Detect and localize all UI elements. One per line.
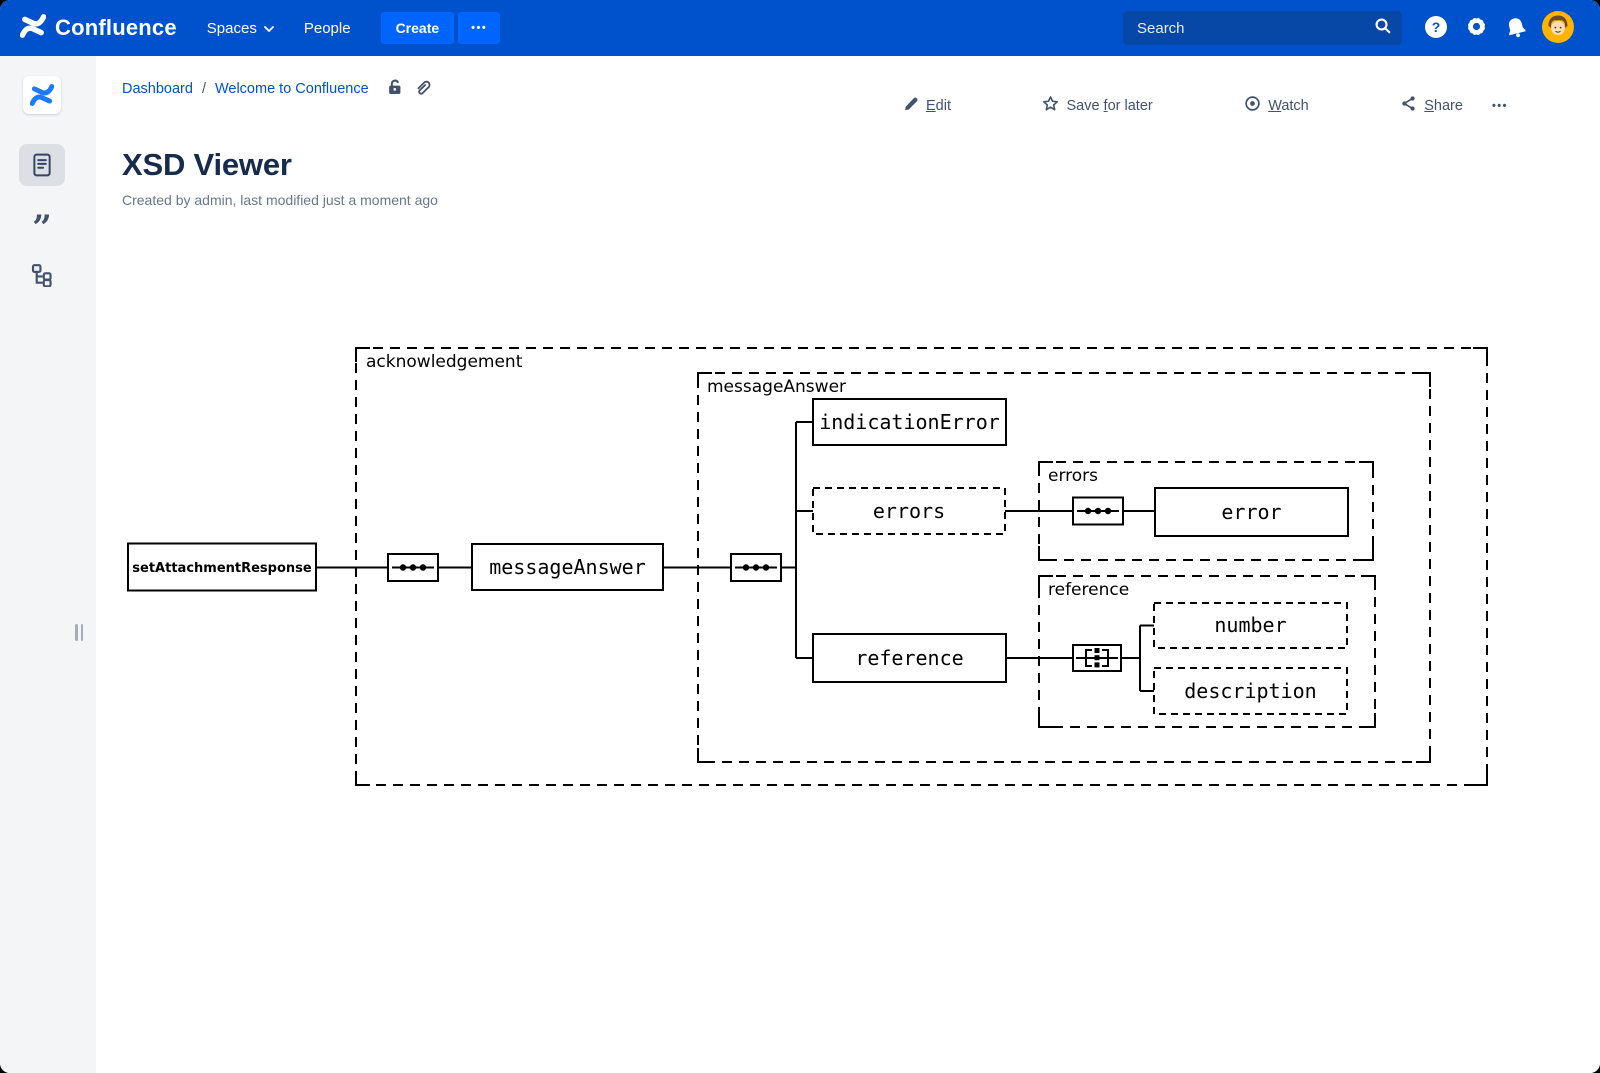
avatar-image xyxy=(1541,10,1575,47)
star-icon xyxy=(978,79,1059,132)
share-button[interactable]: Share xyxy=(1336,79,1463,132)
space-logo[interactable] xyxy=(23,76,61,114)
bell-icon xyxy=(1505,16,1527,41)
app-body: ” Dashboard / Welcome to C xyxy=(0,56,1600,1073)
gear-icon xyxy=(1465,15,1488,41)
confluence-mark-icon xyxy=(19,13,47,43)
top-navbar: Confluence Spaces People Create ••• ? xyxy=(0,0,1600,56)
page-icon xyxy=(33,153,51,177)
quote-icon: ” xyxy=(32,208,52,248)
sidebar-resize-grip[interactable] xyxy=(75,621,87,643)
breadcrumb: Dashboard / Welcome to Confluence xyxy=(122,78,839,100)
settings-button[interactable] xyxy=(1456,8,1496,48)
page-header: Dashboard / Welcome to Confluence xyxy=(96,56,1600,208)
breadcrumb-space[interactable]: Welcome to Confluence xyxy=(214,81,369,97)
chevron-down-icon xyxy=(263,20,274,37)
search-input[interactable] xyxy=(1135,18,1374,38)
more-actions-button[interactable]: ••• xyxy=(1490,96,1510,116)
tree-icon xyxy=(31,264,52,287)
search-icon xyxy=(1374,17,1392,40)
notifications-button[interactable] xyxy=(1496,8,1536,48)
unlock-icon[interactable] xyxy=(386,78,404,100)
sidebar-item-pages[interactable] xyxy=(19,144,65,186)
create-button[interactable]: Create xyxy=(380,12,455,44)
breadcrumb-separator: / xyxy=(201,81,206,97)
svg-text:?: ? xyxy=(1432,19,1441,35)
breadcrumb-dashboard[interactable]: Dashboard xyxy=(122,81,193,97)
page-byline: Created by admin, last modified just a m… xyxy=(122,192,438,208)
watch-button[interactable]: Watch xyxy=(1180,79,1309,132)
save-for-later-button[interactable]: Save for later xyxy=(978,79,1153,132)
user-avatar[interactable] xyxy=(1538,8,1578,48)
sidebar-item-tree[interactable] xyxy=(19,254,65,296)
global-search[interactable] xyxy=(1123,11,1402,45)
space-sidebar: ” xyxy=(0,56,96,1073)
nav-more-button[interactable]: ••• xyxy=(458,12,501,44)
watch-icon xyxy=(1180,79,1261,132)
edit-button[interactable]: Edit xyxy=(839,80,951,132)
brand-name: Confluence xyxy=(55,15,177,40)
page-actions: Edit Save for later Watch xyxy=(839,78,1510,132)
page-title: XSD Viewer xyxy=(122,147,292,182)
page-content: Dashboard / Welcome to Confluence xyxy=(96,56,1600,1073)
pencil-icon xyxy=(839,80,919,132)
nav-people[interactable]: People xyxy=(303,19,351,37)
share-icon xyxy=(1336,79,1417,132)
sidebar-item-blog[interactable]: ” xyxy=(19,199,65,248)
help-button[interactable]: ? xyxy=(1416,8,1456,48)
attachment-icon[interactable] xyxy=(414,78,432,100)
confluence-logo[interactable]: Confluence xyxy=(19,13,177,43)
confluence-space-icon xyxy=(30,84,54,106)
help-icon: ? xyxy=(1424,15,1448,42)
nav-spaces[interactable]: Spaces xyxy=(207,20,274,37)
